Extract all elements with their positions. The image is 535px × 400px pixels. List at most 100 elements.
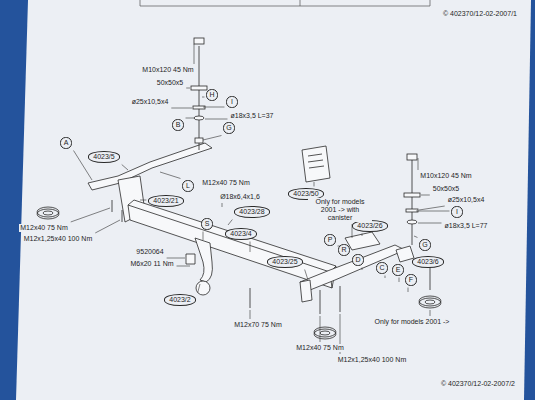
part-number: 4023/2 (164, 294, 195, 305)
callout-letter: D (352, 254, 363, 265)
part-number: 4023/21 (148, 195, 183, 206)
spec-label: M6x20 11 Nm (129, 260, 174, 268)
part-text: L (186, 182, 190, 190)
part-text: G (422, 241, 427, 249)
callout-letter: C (376, 262, 387, 273)
callout-letter: P (324, 234, 335, 245)
leader-line (95, 220, 120, 233)
spec-label: ø25x10,5x4 (447, 196, 486, 204)
part-text: F (409, 276, 413, 284)
callout-letter: A (60, 137, 71, 148)
spec-label: M10x120 45 Nm (141, 66, 194, 74)
part-text: 4023/4 (230, 230, 251, 238)
part-number: 4023/26 (352, 220, 387, 231)
part-text: 4023/5 (93, 153, 114, 161)
part-number: 4023/25 (267, 256, 302, 267)
callout-letter: G (419, 239, 430, 250)
leader-line (140, 200, 146, 201)
leader-line (71, 208, 110, 222)
spec-label: ø18x3,5 L=77 (443, 222, 488, 230)
spec-label: M12x40 75 Nm (19, 224, 68, 232)
leader-line (222, 203, 223, 207)
tow-ball (196, 281, 210, 295)
leader-line (122, 165, 128, 170)
canister-label (302, 146, 330, 182)
part-text: P (328, 236, 333, 244)
callout-letter: L (182, 180, 193, 191)
part-text: E (396, 266, 401, 274)
part-number: 4023/6 (412, 256, 443, 267)
leader-line (418, 223, 441, 224)
leader-line (160, 172, 180, 178)
spec-label: ø18x3,5 L=37 (229, 112, 274, 120)
leader-line (202, 97, 204, 98)
leader-line (250, 242, 251, 252)
leader-line (419, 206, 445, 210)
leader-line (186, 88, 190, 89)
part-number: 4023/4 (225, 228, 256, 239)
spec-label: © 402370/12-02-2007/2 (440, 380, 516, 388)
spec-label: M10x120 45 Nm (419, 172, 472, 180)
part-text: I (456, 208, 458, 216)
leader-line (203, 136, 221, 140)
leader-line (320, 316, 321, 342)
title-table (140, 0, 430, 6)
callout-letter: F (405, 274, 416, 285)
leader-line (228, 220, 232, 225)
leader-line (399, 278, 400, 282)
leader-line (362, 268, 363, 270)
callout-letter: R (338, 244, 349, 255)
spec-label: 50x50x5 (432, 185, 460, 193)
spec-label: Only for models 2001 -> (374, 318, 451, 326)
spec-label: ø25x10,5x4 (131, 98, 170, 106)
part-text: B (176, 121, 181, 129)
leader-line (203, 107, 224, 108)
leader-line (414, 236, 417, 237)
leader-line (198, 284, 200, 292)
crossbar-edge (128, 205, 336, 288)
callout-letter: I (451, 206, 462, 217)
part-text: S (205, 220, 210, 228)
callout-letter: H (206, 89, 217, 100)
part-text: 4023/28 (239, 208, 264, 216)
leader-line (418, 158, 419, 170)
lower-bolts (112, 200, 430, 314)
part-text: D (355, 256, 360, 264)
part-text: 4023/25 (272, 258, 297, 266)
leader-line (421, 195, 430, 196)
part-text: 4023/50 (293, 190, 318, 198)
spec-label: Ø18x6,4x1,6 (219, 193, 261, 201)
spec-label: © 402370/12-02-2007/1 (442, 10, 518, 18)
part-text: 4023/2 (169, 296, 190, 304)
leader-line (385, 276, 386, 278)
side-bracket-right (300, 245, 405, 292)
leader-line (186, 118, 195, 119)
paper-sheet (16, 0, 531, 400)
leader-line (362, 234, 363, 236)
leader-line (408, 288, 409, 292)
part-text: 4023/21 (153, 197, 178, 205)
leader-line (205, 119, 227, 120)
callout-letter: S (201, 218, 212, 229)
leader-line (250, 310, 251, 319)
leader-line (194, 44, 195, 64)
spec-label: M12x1,25x40 100 Nm (23, 235, 93, 243)
spec-label: M12x70 75 Nm (233, 321, 282, 329)
part-text: R (341, 246, 346, 254)
socket-plate (186, 254, 195, 264)
leader-line (167, 258, 185, 259)
callout-letter: B (172, 119, 183, 130)
leader-line (203, 232, 204, 240)
bolt-stack-right (404, 154, 420, 245)
ball-neck (195, 238, 212, 282)
bolt-stack-left (191, 38, 207, 150)
part-text: G (226, 124, 231, 132)
callout-letter: I (226, 96, 237, 107)
drop-plate-right (300, 280, 312, 302)
spec-label: M12x40 75 Nm (201, 179, 250, 187)
leader-line (177, 266, 190, 267)
leader-line (171, 108, 192, 109)
callout-letter: E (392, 264, 403, 275)
leader-line (416, 211, 449, 212)
